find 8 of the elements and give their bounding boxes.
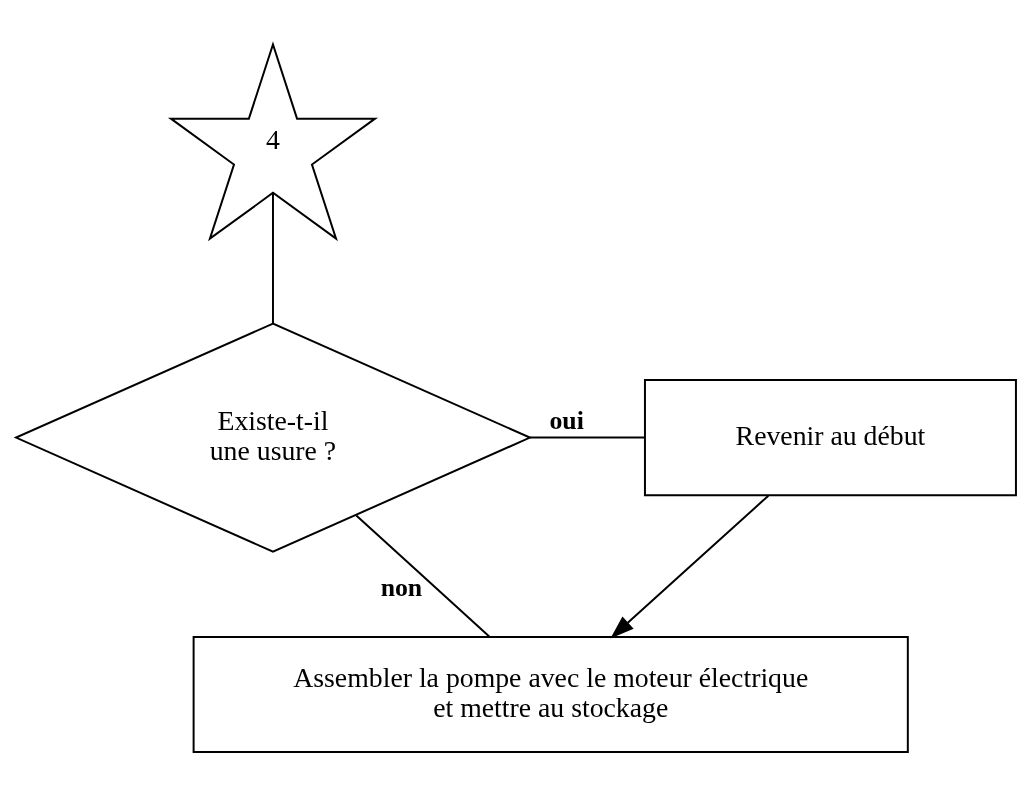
connector: [528, 436, 646, 439]
edge-label: oui: [549, 405, 584, 435]
arrow: [610, 494, 770, 639]
node-box: Revenir au début: [643, 379, 1017, 497]
edge-label: non: [380, 573, 423, 603]
node-box: Assembler la pompe avec le moteur électrique et mettre au stockage: [192, 636, 909, 754]
connector: [355, 514, 491, 638]
node-diamond: Existe-t-il une usure ?: [13, 322, 533, 553]
